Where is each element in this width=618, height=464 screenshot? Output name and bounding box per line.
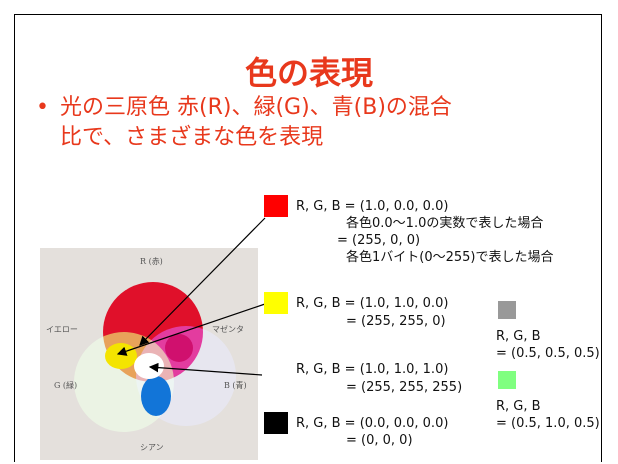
white-rgb-byte: = (255, 255, 255) — [346, 380, 463, 395]
slide-frame — [14, 14, 602, 462]
arrow-red — [139, 217, 266, 346]
label-cyan: シアン — [140, 443, 164, 452]
yellow-rgb-byte: = (255, 255, 0) — [346, 314, 446, 329]
red-rgb-float: R, G, B = (1.0, 0.0, 0.0) — [296, 199, 449, 214]
swatch-black — [264, 412, 288, 434]
magenta-region — [165, 334, 193, 362]
red-byte-note: 各色1バイト(0～255)で表した場合 — [346, 250, 554, 265]
yellow-rgb-float: R, G, B = (1.0, 1.0, 0.0) — [296, 296, 449, 311]
red-float-note: 各色0.0～1.0の実数で表した場合 — [346, 216, 544, 231]
arrow-yellow — [116, 303, 266, 356]
black-rgb-float: R, G, B = (0.0, 0.0, 0.0) — [296, 416, 449, 431]
label-magenta: マゼンタ — [212, 325, 244, 334]
red-rgb-byte: = (255, 0, 0) — [337, 233, 421, 248]
light-green-rgb-value: = (0.5, 1.0, 0.5) — [496, 416, 600, 431]
bullet-dot: • — [36, 95, 49, 120]
slide-title: 色の表現 — [244, 54, 373, 92]
label-blue: B (青) — [224, 381, 247, 390]
swatch-light-green — [498, 371, 516, 389]
label-green: G (緑) — [54, 381, 78, 390]
rgb-mixing-photo: R (赤) イエロー マゼンタ G (緑) B (青) シアン — [40, 248, 258, 460]
arrow-white — [148, 362, 263, 376]
black-rgb-byte: = (0, 0, 0) — [346, 433, 413, 448]
swatch-red — [264, 195, 288, 217]
label-yellow: イエロー — [46, 325, 78, 334]
white-rgb-float: R, G, B = (1.0, 1.0, 1.0) — [296, 362, 449, 377]
yellow-region — [105, 343, 137, 369]
swatch-gray — [498, 301, 516, 319]
label-red: R (赤) — [140, 257, 163, 266]
light-green-rgb-label: R, G, B — [496, 399, 541, 414]
cyan-region — [141, 376, 171, 416]
swatch-yellow — [264, 292, 288, 314]
bullet-line-2: 比で、さまざまな色を表現 — [60, 125, 324, 150]
gray-rgb-value: = (0.5, 0.5, 0.5) — [496, 346, 600, 361]
bullet-line-1: 光の三原色 赤(R)、緑(G)、青(B)の混合 — [60, 95, 452, 120]
gray-rgb-label: R, G, B — [496, 329, 541, 344]
